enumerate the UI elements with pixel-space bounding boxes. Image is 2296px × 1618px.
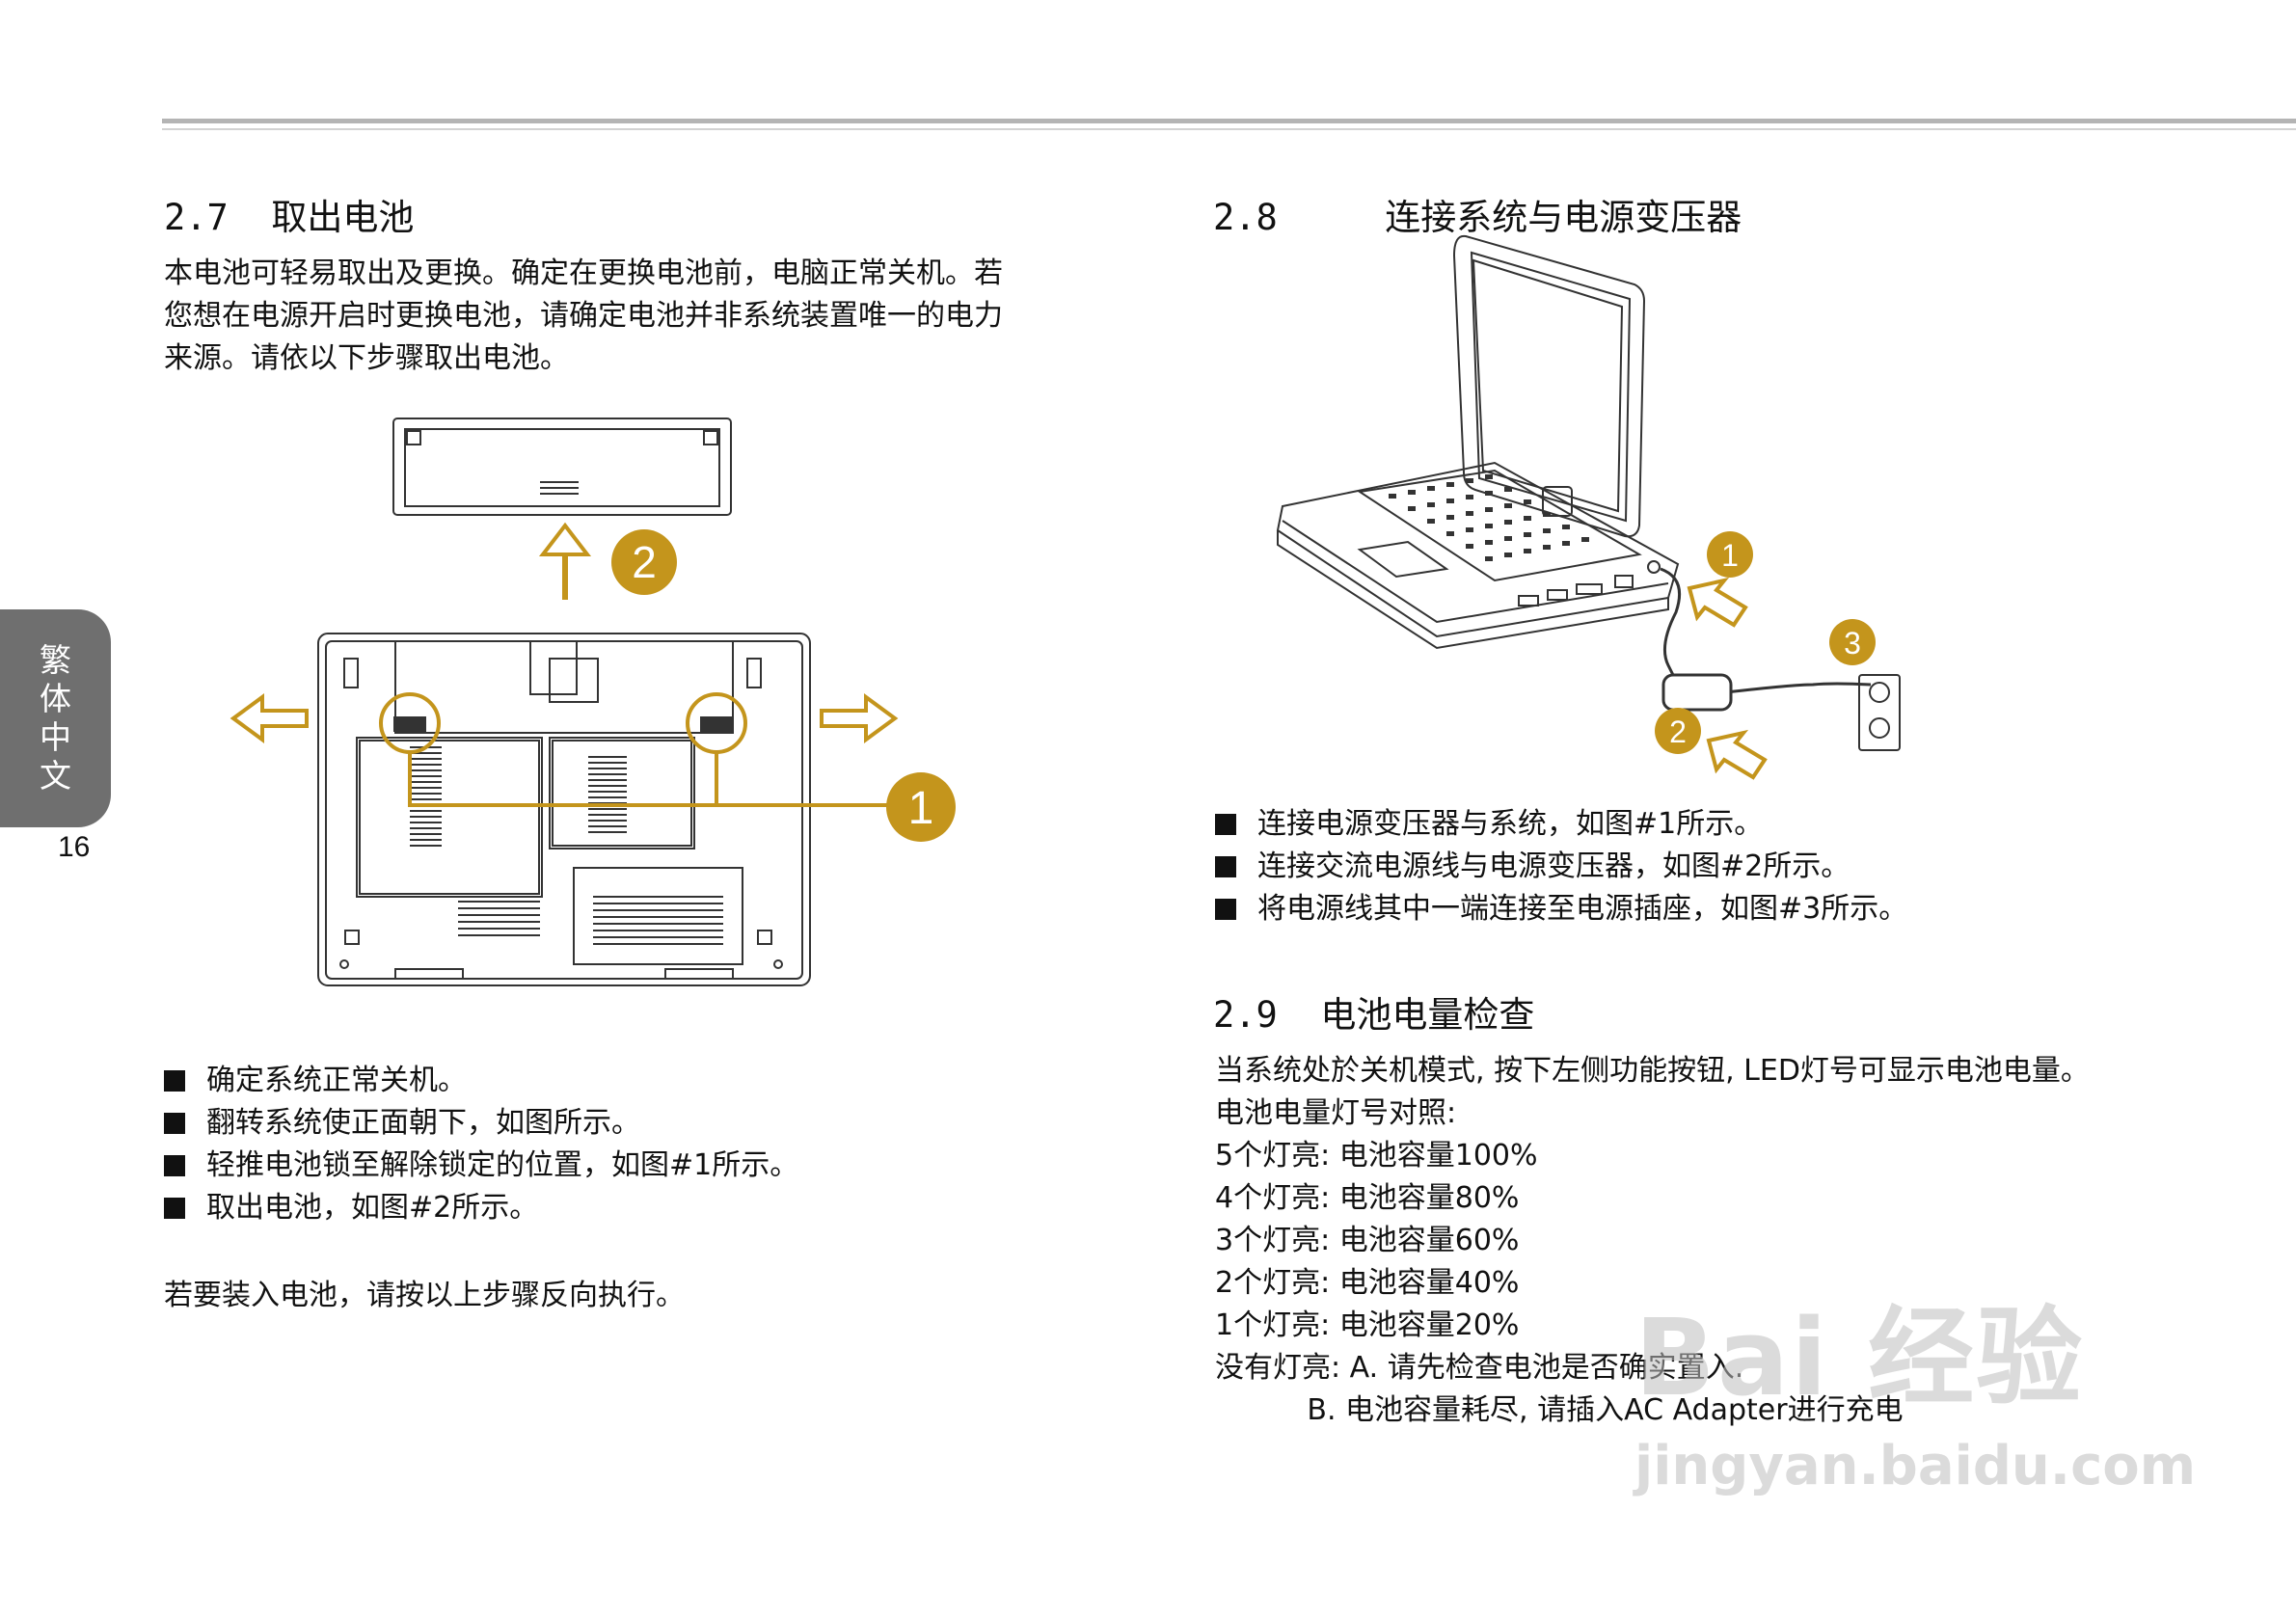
laptop-underside (317, 633, 811, 986)
step-text: 取出电池，如图#2所示。 (206, 1191, 539, 1225)
callout-label: 3 (1844, 626, 1861, 661)
callout-label: 1 (1721, 538, 1739, 573)
list-item: 轻推电池锁至解除锁定的位置，如图#1所示。 (164, 1145, 798, 1187)
callout-label: 2 (1669, 715, 1687, 749)
section-2-9-body: 当系统处於关机模式, 按下左侧功能按钮, LED灯号可显示电池电量。 电池电量灯… (1215, 1050, 2090, 1432)
arrow-to-adapter-icon (1706, 729, 1768, 780)
callout-2-circle (611, 529, 677, 595)
section-2-8-steps: 连接电源变压器与系统，如图#1所示。 连接交流电源线与电源变压器，如图#2所示。… (1215, 803, 1907, 930)
side-tab-char: 体 (40, 680, 71, 717)
list-item: 连接电源变压器与系统，如图#1所示。 (1215, 803, 1907, 846)
wall-outlet (1858, 674, 1901, 751)
text-line: 5个灯亮: 电池容量100% (1215, 1139, 1538, 1173)
section-2-7-steps: 确定系统正常关机。 翻转系统使正面朝下，如图所示。 轻推电池锁至解除锁定的位置，… (164, 1060, 798, 1229)
side-tab-char: 繁 (40, 641, 71, 679)
list-item: 翻转系统使正面朝下，如图所示。 (164, 1102, 798, 1145)
callout-label: 2 (632, 537, 657, 587)
battery-pack (392, 418, 732, 516)
bullet-square-icon (164, 1155, 185, 1176)
left-latch (393, 716, 426, 732)
text-line: 1个灯亮: 电池容量20% (1215, 1308, 1520, 1342)
page-number: 16 (58, 831, 91, 863)
step-text: 将电源线其中一端连接至电源插座，如图#3所示。 (1257, 892, 1908, 926)
bullet-square-icon (164, 1070, 185, 1092)
laptop-open (1276, 234, 1680, 650)
step-text: 轻推电池锁至解除锁定的位置，如图#1所示。 (206, 1148, 799, 1182)
callout-1-leader (408, 752, 887, 807)
section-2-8-title: 2.8 连接系统与电源变压器 (1213, 197, 1742, 238)
step-text: 连接电源变压器与系统，如图#1所示。 (1257, 807, 1764, 841)
list-item: 连接交流电源线与电源变压器，如图#2所示。 (1215, 846, 1907, 888)
intro-line: 您想在电源开启时更换电池，请确定电池并非系统装置唯一的电力 (164, 299, 1003, 333)
power-adapter (1661, 673, 1733, 712)
baidu-watermark: Bai 经验 jingyan.baidu.com (1634, 1271, 2196, 1531)
text-line: 4个灯亮: 电池容量80% (1215, 1181, 1520, 1215)
watermark-url: jingyan.baidu.com (1634, 1435, 2197, 1497)
step-text: 连接交流电源线与电源变压器，如图#2所示。 (1257, 849, 1850, 883)
up-arrow-icon (538, 522, 592, 600)
header-rule-thin (162, 128, 2296, 130)
text-line: 3个灯亮: 电池容量60% (1215, 1224, 1520, 1257)
power-adapter-diagram: 1 3 2 (1276, 234, 1901, 780)
side-tab-char: 中 (40, 718, 71, 756)
bullet-square-icon (1215, 899, 1236, 920)
arrow-to-port-icon (1687, 577, 1748, 628)
right-arrow-icon (820, 693, 899, 743)
section-2-7-title: 2.7 取出电池 (164, 197, 415, 238)
bullet-square-icon (1215, 814, 1236, 835)
step-text: 确定系统正常关机。 (206, 1064, 467, 1097)
bullet-square-icon (164, 1113, 185, 1134)
step-text: 翻转系统使正面朝下，如图所示。 (206, 1106, 640, 1140)
language-side-tab[interactable]: 繁 体 中 文 (0, 609, 111, 827)
right-latch (700, 716, 733, 732)
section-2-7-intro: 本电池可轻易取出及更换。确定在更换电池前，电脑正常关机。若 您想在电源开启时更换… (164, 253, 1090, 380)
list-item: 将电源线其中一端连接至电源插座，如图#3所示。 (1215, 888, 1907, 930)
text-line: 2个灯亮: 电池容量40% (1215, 1266, 1520, 1300)
list-item: 确定系统正常关机。 (164, 1060, 798, 1102)
text-line: B. 电池容量耗尽, 请插入AC Adapter进行充电 (1215, 1393, 1904, 1427)
side-tab-char: 文 (40, 757, 71, 795)
section-2-7-footer: 若要装入电池，请按以上步骤反向执行。 (164, 1279, 685, 1312)
bullet-square-icon (1215, 856, 1236, 877)
battery-removal-diagram: 2 (230, 418, 956, 986)
callout-1-circle (1707, 531, 1753, 578)
intro-line: 本电池可轻易取出及更换。确定在更换电池前，电脑正常关机。若 (164, 256, 1003, 290)
callout-3-circle (1829, 619, 1876, 665)
text-line: 电池电量灯号对照: (1215, 1096, 1457, 1130)
section-2-9-title: 2.9 电池电量检查 (1213, 994, 1535, 1036)
bullet-square-icon (164, 1198, 185, 1219)
keyboard-keys (1389, 474, 1589, 561)
watermark-brand: Bai 经验 (1634, 1296, 2085, 1419)
intro-line: 来源。请依以下步骤取出电池。 (164, 341, 569, 375)
callout-2-circle (1655, 708, 1701, 754)
callout-1-circle (886, 772, 956, 842)
header-rule (162, 119, 2296, 123)
left-arrow-icon (230, 693, 309, 743)
callout-label: 1 (908, 783, 934, 834)
text-line: 没有灯亮: A. 请先检查电池是否确实置入. (1215, 1351, 1744, 1385)
text-line: 当系统处於关机模式, 按下左侧功能按钮, LED灯号可显示电池电量。 (1215, 1054, 2090, 1088)
list-item: 取出电池，如图#2所示。 (164, 1187, 798, 1229)
